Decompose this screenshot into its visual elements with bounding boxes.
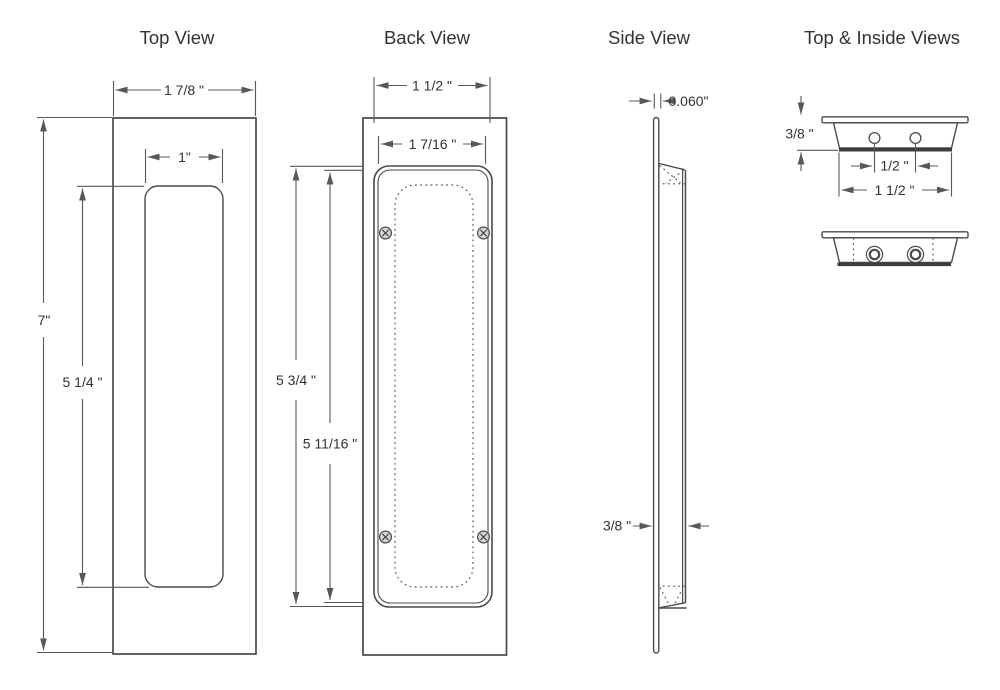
screw-icon bbox=[476, 226, 491, 240]
top-inside-views-title: Top & Inside Views bbox=[804, 27, 960, 48]
back-plate-inner bbox=[377, 169, 489, 604]
dim-label: 1 7/8 " bbox=[164, 82, 204, 98]
housing-body bbox=[832, 237, 959, 264]
screw-icon bbox=[378, 226, 393, 240]
top-view-dim-inner-width: 1" bbox=[144, 149, 224, 183]
flange bbox=[821, 116, 969, 124]
dim-label: 1 1/2 " bbox=[875, 182, 915, 198]
back-view: Back View 5 3/4 " 5 11/16 " bbox=[276, 27, 508, 656]
top-view: Top View 1 7/8 " 1" 7" bbox=[37, 27, 257, 655]
back-plate-outer bbox=[373, 165, 493, 608]
housing-body bbox=[832, 122, 959, 149]
side-view: Side View 0.060" 3/8 " bbox=[603, 27, 709, 654]
side-view-dim-thickness: 0.060" bbox=[629, 93, 709, 109]
top-inside-dim-hole-spacing: 1/2 " bbox=[851, 144, 938, 174]
screws bbox=[378, 226, 491, 544]
dim-label: 1/2 " bbox=[880, 158, 908, 174]
countersunk-hole bbox=[865, 245, 884, 264]
hole bbox=[909, 131, 922, 145]
back-view-dim-plate-height: 5 3/4 " bbox=[276, 165, 392, 608]
back-view-dim-width: 1 1/2 " bbox=[373, 77, 491, 123]
dim-label: 5 1/4 " bbox=[63, 374, 103, 390]
dim-label: 5 3/4 " bbox=[276, 372, 316, 388]
side-face-plate bbox=[652, 116, 660, 654]
dim-label: 1 7/16 " bbox=[409, 136, 457, 152]
upper-cross-section bbox=[821, 116, 969, 152]
back-view-title: Back View bbox=[384, 27, 471, 48]
countersunk-hole bbox=[906, 245, 925, 264]
dim-label: 5 11/16 " bbox=[303, 436, 358, 452]
top-view-recess bbox=[144, 185, 224, 588]
dim-label: 3/8 " bbox=[785, 126, 813, 142]
screw-icon bbox=[378, 530, 393, 544]
top-view-dim-width: 1 7/8 " bbox=[112, 81, 257, 116]
top-inside-views: Top & Inside Views 3/8 " 1/2 " bbox=[785, 27, 969, 267]
flange bbox=[821, 231, 969, 239]
dim-label: 3/8 " bbox=[603, 518, 631, 534]
top-inside-dim-depth: 3/8 " bbox=[785, 96, 838, 171]
back-view-dim-plate-width: 1 7/16 " bbox=[377, 136, 487, 164]
top-view-title: Top View bbox=[140, 27, 215, 48]
dim-label: 7" bbox=[38, 312, 51, 328]
side-housing bbox=[657, 162, 687, 609]
lower-cross-section bbox=[821, 231, 969, 267]
side-view-dim-depth: 3/8 " bbox=[603, 518, 709, 534]
dim-label: 1 1/2 " bbox=[412, 78, 452, 94]
top-inside-dim-width: 1 1/2 " bbox=[838, 152, 953, 198]
top-view-dim-height: 7" bbox=[37, 116, 112, 654]
back-pocket-hidden-line bbox=[394, 184, 474, 588]
screw-icon bbox=[476, 530, 491, 544]
side-view-title: Side View bbox=[608, 27, 691, 48]
back-view-dim-pocket-height: 5 11/16 " bbox=[303, 169, 384, 604]
top-view-dim-inner-height: 5 1/4 " bbox=[63, 185, 149, 588]
dim-label: 1" bbox=[178, 149, 191, 165]
hole bbox=[868, 131, 881, 145]
dim-label: 0.060" bbox=[669, 93, 709, 109]
